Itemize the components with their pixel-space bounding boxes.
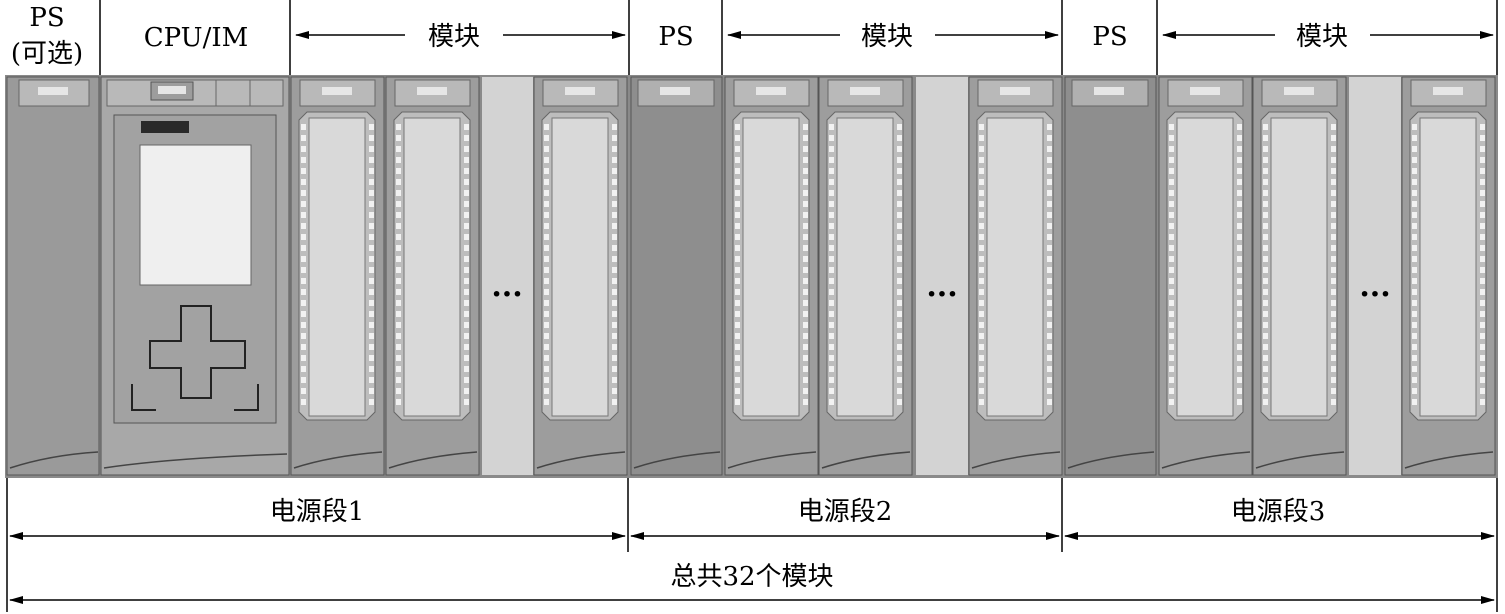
ps-module-optional [6,76,100,476]
modules-label-1: 模块 [428,22,480,52]
signal-module [1158,76,1253,476]
cpu-im-label: CPU/IM [144,23,249,53]
signal-module [968,76,1063,476]
rack: ··· ··· ··· [5,75,1498,478]
segment-brackets: 电源段1 电源段2 电源段3 总共32个模块 [6,478,1498,612]
empty-slot-1 [482,77,533,475]
cpu-status-bar [141,121,189,133]
signal-module [1401,76,1496,476]
ps-label-2: PS [658,22,693,52]
empty-slot-3 [1349,77,1401,475]
signal-module [385,76,480,476]
signal-module [818,76,913,476]
signal-module [724,76,819,476]
modules-label-2: 模块 [861,22,913,52]
signal-module [290,76,385,476]
ps-label-3: PS [1092,22,1127,52]
ps-module-3 [1064,76,1157,476]
ps-module-2 [630,76,723,476]
header-row: PS (可选) CPU/IM 模块 PS 模块 PS 模块 [11,0,1498,75]
cpu-module [100,76,290,476]
signal-module [1252,76,1347,476]
cpu-display [139,144,252,286]
cpu-keypad [149,305,246,399]
signal-modules [290,76,1496,476]
total-modules-label: 总共32个模块 [670,562,833,592]
segment-2-label: 电源段2 [798,497,893,527]
ellipsis-1: ··· [491,277,522,312]
segment-3-label: 电源段3 [1231,497,1326,527]
ellipsis-3: ··· [1359,277,1390,312]
empty-slot-2 [916,77,968,475]
ps-optional-note: (可选) [11,39,83,69]
segment-1-label: 电源段1 [270,497,365,527]
ps-optional-label: PS [29,3,64,33]
ellipsis-2: ··· [926,277,957,312]
modules-label-3: 模块 [1296,22,1348,52]
signal-module [533,76,628,476]
